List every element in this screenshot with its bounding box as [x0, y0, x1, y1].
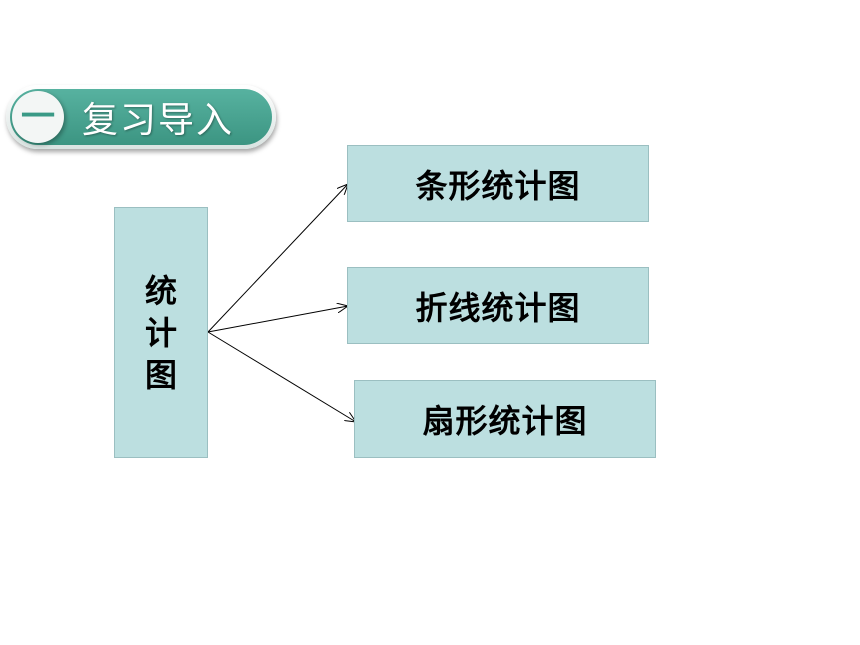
root-char: 图 — [144, 355, 177, 394]
branch-label: 扇形统计图 — [422, 402, 588, 440]
branch-node-line-chart: 折线统计图 — [347, 267, 649, 344]
section-header: 一 复习导入 — [6, 85, 276, 149]
section-header-band: 一 复习导入 — [10, 89, 272, 145]
section-number: 一 — [21, 97, 55, 137]
section-number-badge: 一 — [12, 91, 64, 143]
section-title: 复习导入 — [82, 100, 235, 141]
branch-node-pie-chart: 扇形统计图 — [354, 380, 656, 458]
root-node: 统 计 图 — [114, 207, 208, 458]
root-char: 计 — [144, 313, 177, 352]
branch-label: 条形统计图 — [415, 166, 581, 205]
branch-label: 折线统计图 — [415, 288, 581, 327]
arrow-to-pie-chart — [207, 331, 356, 422]
arrow-to-line-chart — [207, 306, 348, 333]
root-char: 统 — [144, 271, 177, 310]
branch-node-bar-chart: 条形统计图 — [347, 145, 649, 222]
arrow-to-bar-chart — [207, 184, 348, 333]
